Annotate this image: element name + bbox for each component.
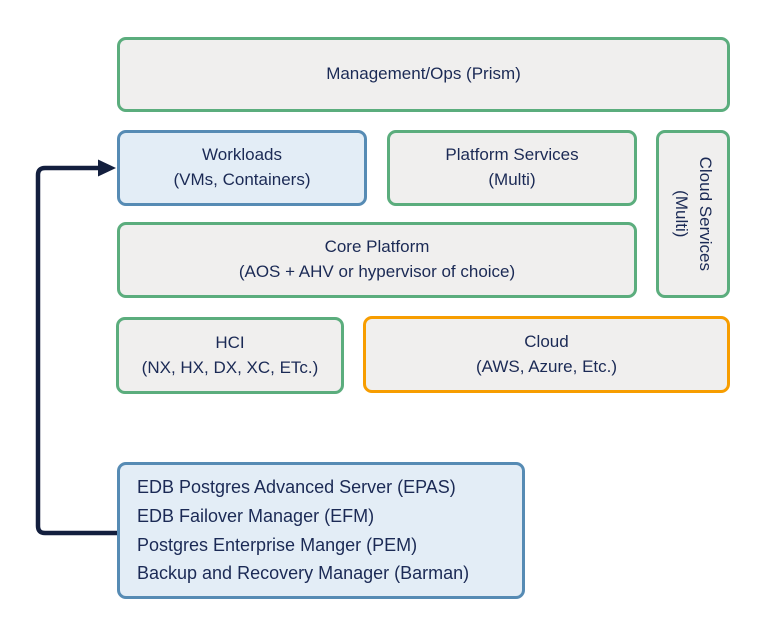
box-cloud-services: Cloud Services (Multi)	[656, 130, 730, 298]
box-management-ops-label: Management/Ops (Prism)	[326, 64, 521, 84]
box-cloud-services-subtitle: (Multi)	[672, 190, 692, 238]
box-platform-services-subtitle: (Multi)	[488, 170, 536, 189]
box-edb-stack: EDB Postgres Advanced Server (EPAS) EDB …	[117, 462, 525, 599]
box-hci-subtitle: (NX, HX, DX, XC, ETc.)	[141, 357, 319, 377]
box-core-platform: Core Platform (AOS + AHV or hypervisor o…	[117, 222, 637, 298]
box-core-platform-subtitle: (AOS + AHV or hypervisor of choice)	[238, 262, 516, 281]
edb-stack-item: EDB Failover Manager (EFM)	[137, 505, 375, 526]
box-workloads-title: Workloads	[202, 145, 282, 165]
box-workloads: Workloads (VMs, Containers)	[117, 130, 367, 206]
box-hci-title: HCI	[215, 332, 245, 352]
box-hci: HCI (NX, HX, DX, XC, ETc.)	[116, 317, 344, 394]
box-cloud-title: Cloud	[524, 331, 569, 351]
box-core-platform-title: Core Platform	[324, 237, 430, 257]
box-platform-services-title: Platform Services	[445, 145, 579, 165]
box-cloud-services-title: Cloud Services	[695, 156, 715, 272]
box-cloud: Cloud (AWS, Azure, Etc.)	[363, 316, 730, 393]
box-management-ops: Management/Ops (Prism)	[117, 37, 730, 112]
arrowhead-icon	[98, 159, 116, 177]
box-platform-services: Platform Services (Multi)	[387, 130, 637, 206]
edb-stack-item: Backup and Recovery Manager (Barman)	[137, 563, 470, 584]
edb-stack-item: EDB Postgres Advanced Server (EPAS)	[137, 476, 456, 497]
edb-stack-item: Postgres Enterprise Manger (PEM)	[137, 534, 418, 555]
box-workloads-subtitle: (VMs, Containers)	[173, 170, 311, 189]
box-cloud-subtitle: (AWS, Azure, Etc.)	[475, 356, 618, 376]
box-cloud-services-label: Cloud Services (Multi)	[669, 157, 717, 271]
